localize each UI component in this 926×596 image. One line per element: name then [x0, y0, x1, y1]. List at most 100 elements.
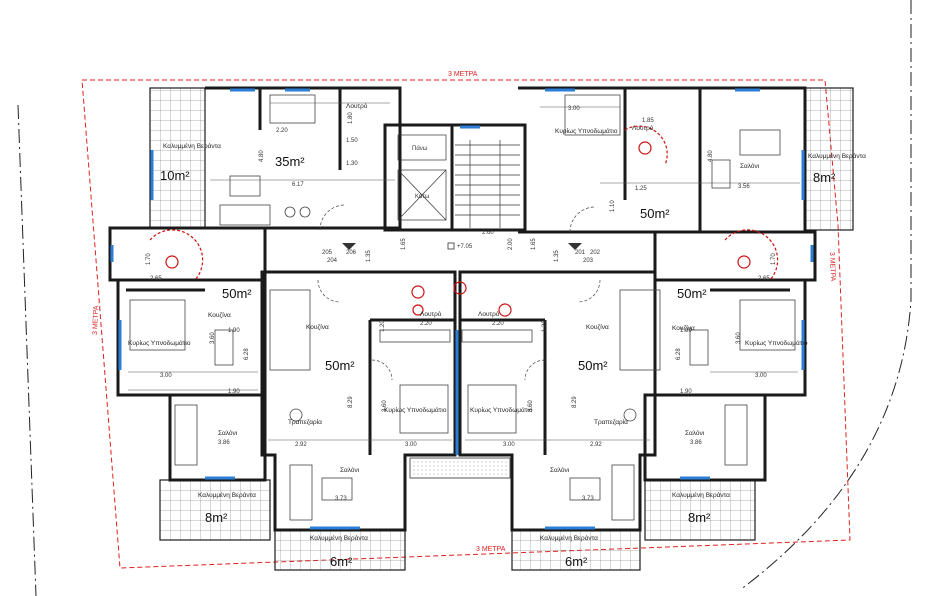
- dim-2-60: 2.60: [482, 230, 494, 236]
- dim-1-30: 1.30: [346, 161, 358, 167]
- bathroom-label-cr: Λουτρό: [478, 310, 500, 318]
- dim-6-28-l: 6.28: [244, 348, 250, 360]
- dim-3-60-r: 3.60: [736, 332, 742, 344]
- dim-2-20-t: 2.20: [276, 128, 288, 134]
- bedroom-label-l: Κυρίως Υπνοδωμάτιο: [128, 339, 191, 347]
- area-label-50-l: 50m²: [222, 286, 252, 301]
- kitchen-label-l: Κουζίνα: [208, 311, 231, 319]
- veranda-label-br: Καλυμμένη Βεράντα: [672, 491, 730, 499]
- unit-201: 201: [575, 250, 586, 256]
- setback-label-left: 3 ΜΕΤΡΑ: [92, 305, 100, 335]
- unit-204: 204: [327, 258, 338, 264]
- setback-label-top: 3 ΜΕΤΡΑ: [448, 71, 478, 78]
- dim-8-29-r: 8.29: [572, 396, 578, 408]
- dim-2-92-l: 2.92: [295, 442, 307, 448]
- veranda-label-bc2: Καλυμμένη Βεράντα: [540, 534, 598, 542]
- elevation-mark: +7.05: [457, 244, 473, 250]
- living-label-cr: Σαλόνι: [550, 466, 570, 474]
- area-label-6-bc2: 6m²: [565, 554, 588, 569]
- dim-3-00-l: 3.00: [160, 373, 172, 379]
- unit-205: 205: [322, 250, 333, 256]
- room-labels: Καλυμμένη Βεράντα 10m² Λουτρό 35m² Κυρίω…: [128, 102, 866, 569]
- unit-numbers: 205 204 206 201 202 203 +7.05: [322, 244, 601, 264]
- veranda-label-tl: Καλυμμένη Βεράντα: [163, 142, 221, 150]
- lobby-hatch: [409, 457, 511, 479]
- area-label-35: 35m²: [275, 154, 305, 169]
- area-label-50-r: 50m²: [677, 286, 707, 301]
- dimension-texts: 6.17 4.80 2.20 1.50 1.30 1.80 3.00 1.85 …: [146, 106, 777, 502]
- stairs: [397, 134, 520, 228]
- living-label-r: Σαλόνι: [685, 429, 705, 437]
- stair-down-label: Κάτω: [415, 193, 430, 200]
- kitchen-label-cr: Κουζίνα: [586, 323, 609, 331]
- dim-3-73-l: 3.73: [335, 496, 347, 502]
- entry-markers: [342, 242, 582, 250]
- dim-8-29-l: 8.29: [348, 396, 354, 408]
- bedroom-label-r: Κυρίως Υπνοδωμάτιο: [745, 339, 808, 347]
- dim-1-90-d: 1.90: [680, 389, 692, 395]
- unit-203: 203: [583, 258, 594, 264]
- dim-6-28-r: 6.28: [676, 348, 682, 360]
- dim-4-80-r: 4.80: [708, 150, 714, 162]
- area-label-8-br: 8m²: [688, 510, 711, 525]
- dim-3-60-l: 3.60: [210, 332, 216, 344]
- dimension-lines: [128, 102, 800, 441]
- dim-3-00-r: 3.00: [755, 373, 767, 379]
- dim-3-00-tr: 3.00: [568, 106, 580, 112]
- dim-1-35-b: 1.35: [554, 250, 560, 262]
- door-swings: [317, 204, 601, 381]
- area-label-50-tr: 50m²: [640, 206, 670, 221]
- dim-3-86-l: 3.86: [218, 440, 230, 446]
- veranda-label-tr: Καλυμμένη Βεράντα: [808, 152, 866, 160]
- veranda-label-bc1: Καλυμμένη Βεράντα: [310, 534, 368, 542]
- dim-3-86-r: 3.86: [690, 440, 702, 446]
- dim-1-80: 1.80: [348, 112, 354, 124]
- bathroom-label-tr: Λουτρό: [632, 124, 654, 132]
- kitchen-label-cl: Κουζίνα: [306, 323, 329, 331]
- dim-3-60-cl: 3.60: [382, 400, 388, 412]
- windows: [110, 88, 814, 530]
- dim-2-65-l: 2.65: [150, 276, 162, 282]
- fire-safety-symbols: [149, 125, 779, 317]
- dim-1-85: 1.85: [642, 118, 654, 124]
- veranda-label-bl: Καλυμμένη Βεράντα: [198, 491, 256, 499]
- dim-3-73-r: 3.73: [582, 496, 594, 502]
- area-label-8-tr: 8m²: [813, 170, 836, 185]
- dim-2-20-cl: 2.20: [420, 321, 432, 327]
- furniture: [129, 94, 796, 521]
- setback-label-bottom: 3 ΜΕΤΡΑ: [476, 546, 506, 553]
- dim-1-20-cl: 1.20: [380, 320, 386, 332]
- dim-3-56: 3.56: [738, 184, 750, 190]
- dim-6-17: 6.17: [292, 182, 304, 188]
- dim-1-35-a: 1.35: [366, 250, 372, 262]
- unit-206: 206: [346, 250, 357, 256]
- area-label-50-cr: 50m²: [578, 358, 608, 373]
- living-label-tr: Σαλόνι: [740, 162, 760, 170]
- bedroom-label-cl: Κυρίως Υπνοδωμάτιο: [384, 406, 447, 414]
- dining-label-cr: Τραπεζαρία: [594, 418, 628, 426]
- dim-2-65-r: 2.65: [758, 276, 770, 282]
- area-label-50-cl: 50m²: [325, 358, 355, 373]
- site-boundary-lines: [17, 0, 912, 596]
- dim-3-00-cr: 3.00: [503, 442, 515, 448]
- dim-1-90-c: 1.90: [680, 328, 692, 334]
- dim-3-00-cl: 3.00: [405, 442, 417, 448]
- dim-1-25: 1.25: [635, 186, 647, 192]
- bathroom-label-cl: Λουτρό: [420, 310, 442, 318]
- living-label-cl: Σαλόνι: [340, 466, 360, 474]
- dim-1-70-l: 1.70: [146, 253, 152, 265]
- stair-up-label: Πάνω: [412, 145, 428, 152]
- setback-label-right: 3 ΜΕΤΡΑ: [828, 252, 836, 282]
- setback-boundary: [81, 79, 851, 569]
- bathroom-label-t1: Λουτρό: [346, 102, 368, 110]
- dim-1-70-r: 1.70: [771, 253, 777, 265]
- unit-202: 202: [590, 250, 601, 256]
- dim-4-80-l: 4.80: [259, 150, 265, 162]
- dim-3-60-cr: 3.60: [528, 400, 534, 412]
- bedroom-label-cr: Κυρίως Υπνοδωμάτιο: [470, 406, 533, 414]
- dining-label-cl: Τραπεζαρία: [288, 418, 322, 426]
- dim-1-65-b: 1.65: [531, 238, 537, 250]
- dim-1-90-b: 1.90: [228, 389, 240, 395]
- dim-1-10: 1.10: [610, 200, 616, 212]
